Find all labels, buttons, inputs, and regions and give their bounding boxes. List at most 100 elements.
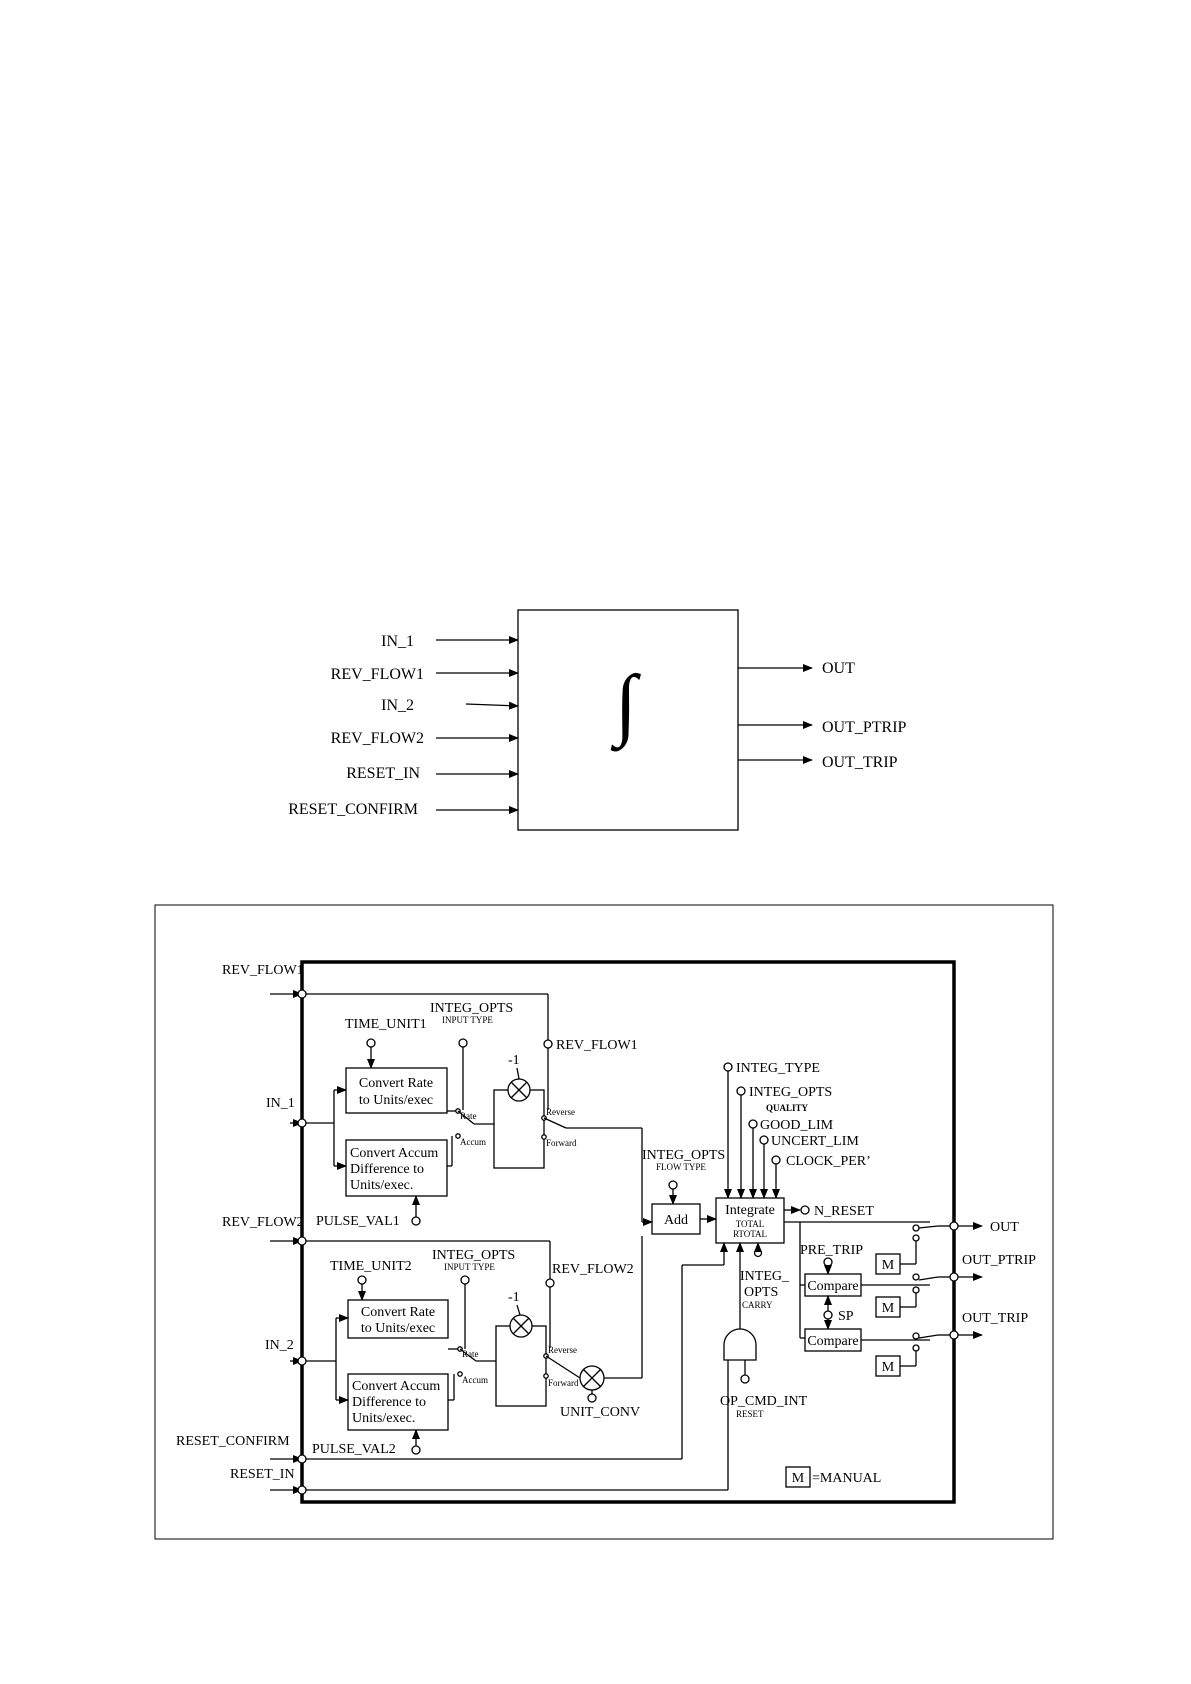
out-ptrip-port (949, 1272, 959, 1282)
svg-text:Forward: Forward (548, 1378, 579, 1388)
ch1-integ-opts-label: INTEG_OPTS (430, 1001, 513, 1016)
symbol-output-label: OUT (822, 660, 855, 677)
output-out-ptrip-label: OUT_PTRIP (962, 1253, 1036, 1268)
svg-text:-1: -1 (508, 1053, 520, 1068)
ch1-pulse-val-port (411, 1216, 421, 1226)
output-out-label: OUT (990, 1220, 1019, 1235)
pre-trip-label: PRE_TRIP (800, 1243, 863, 1258)
ch2-reverse-loop (495, 1325, 547, 1407)
input-in1-label: IN_1 (266, 1096, 295, 1111)
svg-text:Accum: Accum (462, 1375, 488, 1385)
ch1-pulse-val-label: PULSE_VAL1 (316, 1214, 400, 1229)
ch1-integ-opts-port (458, 1038, 468, 1048)
svg-text:to Units/exec: to Units/exec (361, 1321, 435, 1336)
ch2-integ-opts-label: INTEG_OPTS (432, 1248, 515, 1263)
svg-text:M: M (882, 1258, 895, 1273)
input-reset-confirm-label: RESET_CONFIRM (176, 1434, 290, 1449)
input-rev-flow2-label: REV_FLOW2 (222, 1215, 304, 1230)
schematic: REV_FLOW1 IN_1 REV_FLOW2 IN_2 RESET_CONF… (154, 904, 1054, 1540)
carry-integ-opts-label: INTEG_ (740, 1269, 790, 1284)
n-reset-label: N_RESET (814, 1204, 874, 1219)
ch2-convert-accum-box (347, 1373, 449, 1431)
svg-text:Compare: Compare (807, 1279, 858, 1294)
ch2-rev-flow-label: REV_FLOW2 (552, 1262, 634, 1277)
ch2-time-unit-label: TIME_UNIT2 (330, 1259, 412, 1274)
svg-text:Rate: Rate (460, 1111, 477, 1121)
clock-per-label: CLOCK_PER’ (786, 1154, 871, 1169)
svg-text:Add: Add (664, 1213, 688, 1228)
ch1-convert-rate-box (345, 1067, 448, 1114)
symbol-input-label: RESET_CONFIRM (288, 801, 418, 818)
svg-text:RTOTAL: RTOTAL (733, 1229, 767, 1239)
svg-text:Difference to: Difference to (352, 1395, 426, 1410)
svg-text:TOTAL: TOTAL (736, 1219, 765, 1229)
ch1-input-type-label: INPUT TYPE (442, 1015, 493, 1025)
symbol-output-label: OUT_TRIP (822, 754, 898, 771)
reset-section: OP_CMD_INT RESET (306, 1242, 808, 1491)
carry-label: CARRY (742, 1300, 773, 1310)
symbol-input-label: IN_1 (381, 633, 414, 650)
ch2-convert-rate-box (347, 1299, 449, 1339)
svg-text:M: M (792, 1471, 805, 1486)
svg-text:Rate: Rate (462, 1349, 479, 1359)
integrator-block (517, 609, 739, 831)
svg-text:Accum: Accum (460, 1137, 486, 1147)
unit-conv-label: UNIT_CONV (560, 1405, 640, 1420)
out-trip-port (949, 1330, 959, 1340)
svg-text:Compare: Compare (807, 1334, 858, 1349)
ch1-time-unit-label: TIME_UNIT1 (345, 1017, 427, 1032)
integ-opts-label: INTEG_OPTS (749, 1085, 832, 1100)
integrate-section: Integrate TOTAL RTOTAL INTEG_TYPE INTEG_… (715, 1061, 874, 1310)
svg-text:Convert Accum: Convert Accum (352, 1379, 440, 1394)
add-flow-type-label: FLOW TYPE (656, 1162, 706, 1172)
svg-text:Convert Accum: Convert Accum (350, 1146, 438, 1161)
ch1-rev-flow-port (543, 1039, 553, 1049)
unit-conv-port (587, 1393, 597, 1403)
clock-per-port (771, 1155, 781, 1165)
uncert-lim-label: UNCERT_LIM (771, 1134, 859, 1149)
svg-text:to Units/exec: to Units/exec (359, 1093, 433, 1108)
symbol-input-label: IN_2 (381, 697, 414, 714)
integrate-box (715, 1197, 785, 1244)
integ-type-port (723, 1062, 733, 1072)
ch2-integ-opts-port (460, 1275, 470, 1285)
add-integ-opts-port (668, 1180, 678, 1190)
op-cmd-port (740, 1374, 750, 1384)
left-inputs: REV_FLOW1 IN_1 REV_FLOW2 IN_2 RESET_CONF… (176, 963, 307, 1495)
ch2-pulse-val-port (411, 1445, 421, 1455)
add-integ-opts-label: INTEG_OPTS (642, 1148, 725, 1163)
ch2-time-unit-port (357, 1275, 367, 1285)
svg-text:M: M (882, 1301, 895, 1316)
svg-text:Convert Rate: Convert Rate (361, 1305, 435, 1320)
input-rev-flow1-label: REV_FLOW1 (222, 963, 304, 978)
trip-section: PRE_TRIP Compare SP Compare M M M (784, 1220, 1036, 1377)
symbol-output-label: OUT_PTRIP (822, 719, 907, 736)
reset-and-gate (723, 1328, 757, 1361)
good-lim-label: GOOD_LIM (760, 1118, 834, 1133)
ch1-time-unit-port (366, 1038, 376, 1048)
svg-text:Integrate: Integrate (725, 1203, 775, 1218)
output-out-trip-label: OUT_TRIP (962, 1311, 1028, 1326)
symbol-input-label: REV_FLOW1 (331, 666, 424, 683)
manual-legend: M =MANUAL (785, 1466, 881, 1488)
out-port (949, 1221, 959, 1231)
svg-text:-1: -1 (508, 1290, 520, 1305)
good-lim-port (748, 1119, 758, 1129)
op-cmd-reset-label: RESET (736, 1409, 764, 1419)
svg-text:Units/exec.: Units/exec. (350, 1178, 413, 1193)
ch2-pulse-val-label: PULSE_VAL2 (312, 1442, 396, 1457)
block-symbol: ∫ IN_1 REV_FLOW1 IN_2 REV_FLOW2 RESET_IN… (288, 609, 907, 831)
pre-trip-port (823, 1257, 833, 1267)
symbol-input-label: REV_FLOW2 (331, 730, 424, 747)
carry-port (753, 1248, 763, 1258)
input-in2-label: IN_2 (265, 1338, 294, 1353)
add-section: INTEG_OPTS FLOW TYPE Add (642, 1148, 725, 1235)
channel2: INTEG_OPTS INPUT TYPE TIME_UNIT2 Convert… (306, 1236, 643, 1457)
sp-label: SP (838, 1309, 854, 1324)
svg-text:Convert Rate: Convert Rate (359, 1076, 433, 1091)
quality-label: QUALITY (766, 1103, 809, 1113)
schematic-frame (154, 904, 1054, 1540)
symbol-outputs: OUT OUT_PTRIP OUT_TRIP (738, 660, 907, 771)
input-reset-in-label: RESET_IN (230, 1467, 295, 1482)
